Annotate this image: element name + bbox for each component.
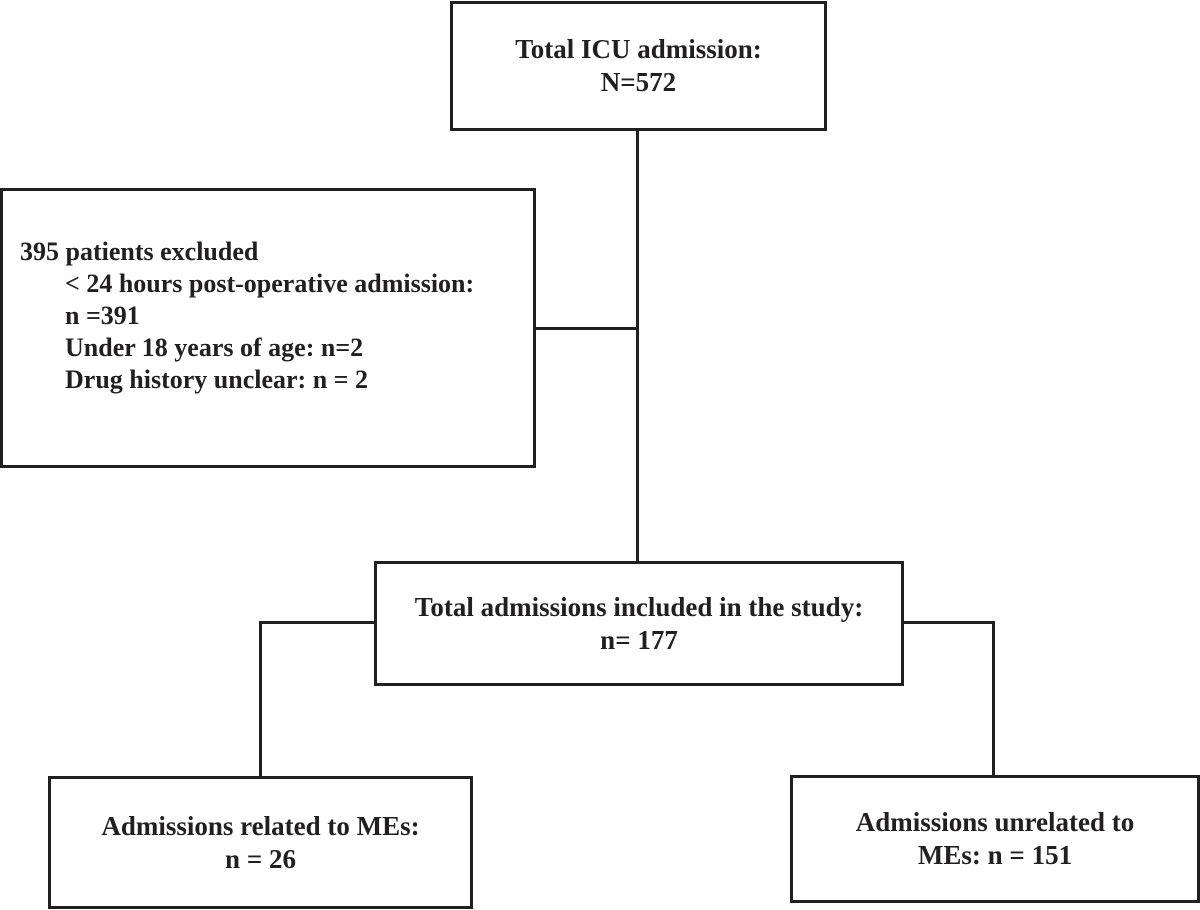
related-label: Admissions related to MEs: <box>101 810 420 841</box>
unrelated-box: Admissions unrelated to MEs: n = 151 <box>790 775 1200 903</box>
excluded-content: 395 patients excluded < 24 hours post-op… <box>20 236 474 396</box>
excluded-heading: 395 patients excluded <box>20 237 259 266</box>
unrelated-count: MEs: n = 151 <box>917 840 1073 870</box>
excluded-item-post-operative-count: n =391 <box>65 301 140 330</box>
excluded-item-drug-history: Drug history unclear: n = 2 <box>65 365 368 394</box>
connector-exclusion-branch <box>533 327 639 330</box>
connector-left-down <box>259 621 262 779</box>
related-box: Admissions related to MEs: n = 26 <box>48 776 473 909</box>
connector-right-down <box>992 621 995 778</box>
included-label: Total admissions included in the study: <box>414 591 864 622</box>
total-admission-box: Total ICU admission: N=572 <box>450 1 827 131</box>
excluded-item-post-operative: < 24 hours post-operative admission: <box>65 269 475 298</box>
connector-included-left <box>260 621 377 624</box>
included-box: Total admissions included in the study: … <box>374 561 904 686</box>
excluded-box: 395 patients excluded < 24 hours post-op… <box>0 188 536 468</box>
excluded-item-under-18: Under 18 years of age: n=2 <box>65 333 364 362</box>
unrelated-label: Admissions unrelated to <box>855 807 1135 837</box>
total-admission-label: Total ICU admission: <box>515 34 762 64</box>
total-admission-count: N=572 <box>600 67 677 97</box>
included-count: n= 177 <box>600 624 678 655</box>
connector-included-right <box>901 621 995 624</box>
related-count: n = 26 <box>225 843 296 874</box>
connector-total-to-included <box>636 128 639 564</box>
